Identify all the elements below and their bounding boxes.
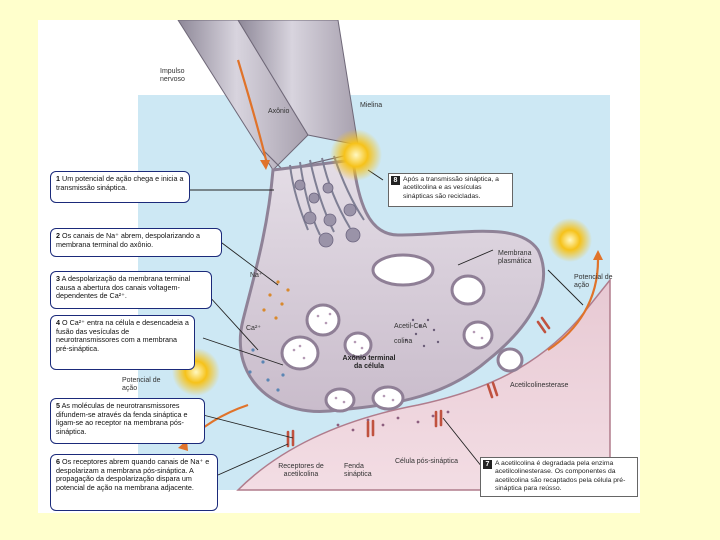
na-ions [262,280,290,320]
action-potential-flash [548,218,592,262]
label-ca: Ca²⁺ [246,325,261,332]
step-1-number: 1 [56,174,60,183]
label-colina: colina [394,338,413,345]
acetyl-coa-dots [404,318,440,348]
label-axonio-terminal: Axônio terminal da célula [342,355,396,370]
label-fenda: Fenda sináptica [344,463,372,478]
neurotransmitter-molecules [292,312,484,404]
transport-vesicles [294,179,361,248]
step-4-text: O Ca²⁺ entra na célula e desencadeia a f… [56,318,189,353]
synapse-figure: Impulso nervoso Axônio Mielina Na⁺ Ca²⁺ … [38,20,640,513]
synaptic-vesicles [280,253,524,413]
step-5-number: 5 [56,401,60,410]
label-na: Na⁺ [250,272,263,279]
step-4-box: 4 O Ca²⁺ entra na célula e desencadeia a… [50,315,195,370]
label-acetil-coa: Acetil-CoA [394,323,428,330]
label-receptores: Receptores de acetilcolina [278,463,324,478]
ca-ions [248,348,285,392]
step-3-number: 3 [56,274,60,283]
step-2-number: 2 [56,231,60,240]
label-membrana-plasmatica: Membrana plasmática [498,250,532,265]
step-8-text: Após a transmissão sináptica, a acetilco… [403,176,499,200]
step-4-number: 4 [56,318,60,327]
step-8-box: 8 Após a transmissão sináptica, a acetil… [388,173,513,207]
step-7-box: 7 A acetilcolina é degradada pela enzima… [480,457,638,497]
label-impulso: Impulso nervoso [160,68,185,83]
action-potential-flash [330,129,382,181]
step-3-box: 3 A despolarização da membrana terminal … [50,271,212,309]
step-8-number: 8 [391,176,400,185]
step-6-text: Os receptores abrem quando canais de Na⁺… [56,457,210,492]
label-axonio: Axônio [268,108,290,115]
step-1-box: 1 Um potencial de ação chega e inicia a … [50,171,190,203]
label-celula-pos: Célula pós-sináptica [395,458,459,465]
synapse-illustration [138,20,611,491]
step-7-number: 7 [483,460,492,469]
label-potencial-esquerda: Potencial de ação [122,377,161,392]
step-2-box: 2 Os canais de Na⁺ abrem, despolarizando… [50,228,222,257]
step-2-text: Os canais de Na⁺ abrem, despolarizando a… [56,231,201,249]
step-6-number: 6 [56,457,60,466]
label-potencial-direita: Potencial de ação [574,274,613,289]
cleft-neurotransmitters [336,410,450,432]
step-1-text: Um potencial de ação chega e inicia a tr… [56,174,184,192]
step-7-text: A acetilcolina é degradada pela enzima a… [495,460,626,493]
pointer-arrows [188,169,584,476]
label-acetilcolinesterase: Acetilcolinesterase [510,382,569,389]
label-mielina: Mielina [360,102,383,109]
step-5-text: As moléculas de neurotransmissores difun… [56,401,188,436]
postsynaptic-cell [236,277,611,491]
step-6-box: 6 Os receptores abrem quando canais de N… [50,454,218,511]
step-5-box: 5 As moléculas de neurotransmissores dif… [50,398,205,444]
step-3-text: A despolarização da membrana terminal ca… [56,274,191,301]
